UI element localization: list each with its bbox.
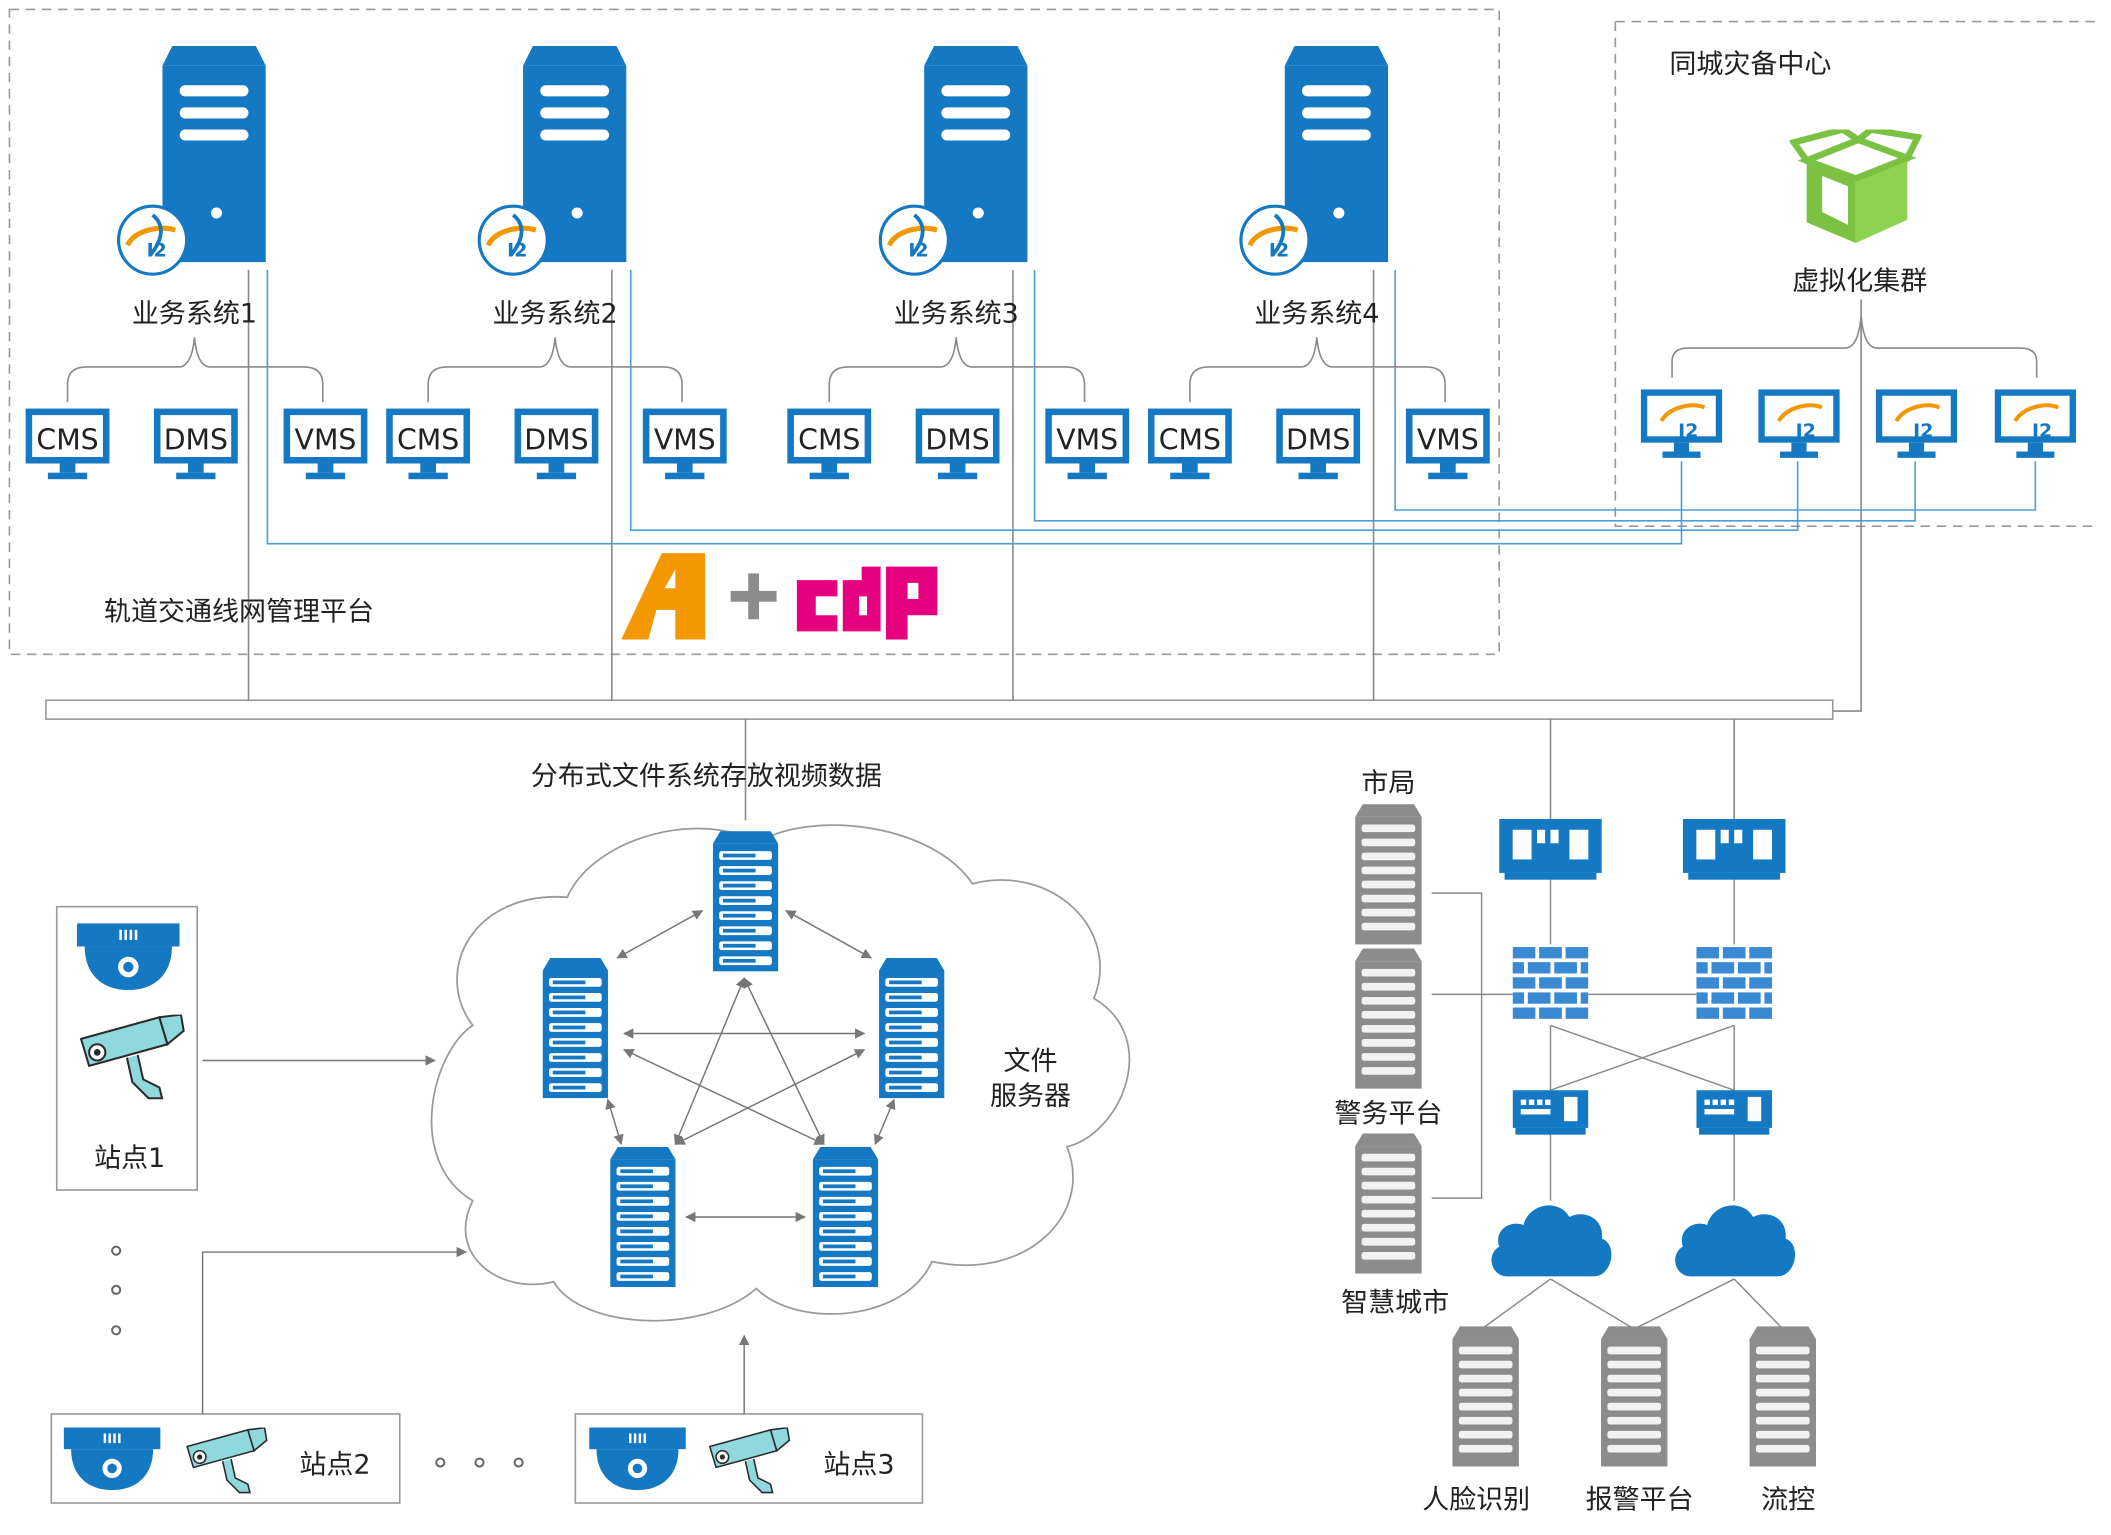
virtualization-box-icon bbox=[1794, 130, 1918, 243]
storage-cloud-outline bbox=[430, 824, 1131, 1322]
dr-monitor-3: I2 bbox=[1875, 389, 1958, 458]
face-recognition-server bbox=[1452, 1326, 1519, 1467]
i2-swoosh-icon bbox=[1894, 403, 1941, 423]
i2-badge-text: I2 bbox=[1269, 239, 1289, 261]
system-name-label: 业务系统3 bbox=[894, 298, 1019, 329]
file-server-label-line2: 服务器 bbox=[990, 1081, 1071, 1112]
client-label-cms: CMS bbox=[1159, 423, 1221, 456]
a-plus-cdp-logo bbox=[621, 553, 938, 640]
vertical-ellipsis bbox=[111, 1245, 122, 1336]
storage-server-top bbox=[712, 831, 779, 972]
client-label-vms: VMS bbox=[1056, 423, 1118, 456]
i2-badge-text: I2 bbox=[1913, 420, 1933, 442]
external-links bbox=[1431, 879, 1784, 1330]
flow-control-server bbox=[1749, 1326, 1816, 1467]
switch-right-icon bbox=[1696, 1090, 1772, 1135]
client-label-dms: DMS bbox=[164, 423, 228, 456]
file-server-label-line1: 文件 bbox=[1004, 1046, 1058, 1077]
firewall-left-icon bbox=[1512, 947, 1589, 1021]
i2-badge-text: I2 bbox=[147, 239, 167, 261]
face-recognition-label: 人脸识别 bbox=[1422, 1484, 1530, 1515]
client-label-cms: CMS bbox=[36, 423, 98, 456]
storage-server-left bbox=[542, 957, 608, 1099]
i2-badge-text: I2 bbox=[1678, 420, 1698, 442]
site2-arrow bbox=[201, 1246, 467, 1414]
system-name-label: 业务系统2 bbox=[493, 298, 618, 329]
dr-monitor-4: I2 bbox=[1994, 389, 2076, 458]
system-name-label: 业务系统4 bbox=[1254, 298, 1379, 329]
storage-server-right bbox=[879, 957, 945, 1099]
site1-label: 站点1 bbox=[94, 1143, 165, 1174]
client-label-vms: VMS bbox=[1417, 423, 1479, 456]
police-platform-label: 警务平台 bbox=[1334, 1099, 1442, 1130]
gateway-right-icon bbox=[1682, 818, 1786, 880]
police-platform-server bbox=[1355, 948, 1422, 1089]
switch-left-icon bbox=[1512, 1090, 1589, 1135]
storage-title: 分布式文件系统存放视频数据 bbox=[531, 761, 882, 792]
client-label-dms: DMS bbox=[524, 423, 588, 456]
client-brace bbox=[66, 337, 324, 403]
dr-monitor-1: I2 bbox=[1640, 389, 1723, 458]
storage-server-bottom-left bbox=[610, 1146, 676, 1288]
site2-label: 站点2 bbox=[299, 1449, 370, 1480]
flow-control-label: 流控 bbox=[1761, 1484, 1815, 1515]
storage-mesh-arrows bbox=[605, 910, 896, 1223]
smart-city-server bbox=[1355, 1133, 1422, 1274]
platform-label: 轨道交通线网管理平台 bbox=[104, 597, 374, 628]
i2-badge-text: I2 bbox=[908, 239, 928, 261]
gateway-left-icon bbox=[1499, 818, 1602, 880]
client-brace bbox=[828, 337, 1086, 403]
firewall-right-icon bbox=[1696, 947, 1772, 1021]
client-label-dms: DMS bbox=[1286, 423, 1350, 456]
i2-swoosh-icon bbox=[1777, 403, 1823, 423]
horizontal-ellipsis bbox=[435, 1457, 524, 1468]
i2-swoosh-icon bbox=[2013, 403, 2060, 423]
client-brace bbox=[1189, 337, 1446, 403]
cloud-right-icon bbox=[1675, 1205, 1796, 1277]
cluster-label: 虚拟化集群 bbox=[1792, 266, 1927, 297]
dr-group-border bbox=[1614, 20, 2095, 527]
site3-label: 站点3 bbox=[823, 1449, 894, 1480]
city-bureau-server bbox=[1355, 804, 1422, 945]
client-label-dms: DMS bbox=[925, 423, 989, 456]
cluster-brace bbox=[1671, 315, 2038, 378]
i2-badge-text: I2 bbox=[1796, 420, 1816, 442]
client-label-cms: CMS bbox=[397, 423, 459, 456]
client-brace bbox=[427, 337, 683, 403]
replication-lines bbox=[266, 269, 2037, 545]
alarm-platform-server bbox=[1601, 1326, 1668, 1467]
platform-group-border bbox=[8, 8, 1500, 656]
tower-drop-lines bbox=[247, 269, 1862, 821]
client-label-vms: VMS bbox=[654, 423, 716, 456]
city-bureau-label: 市局 bbox=[1361, 768, 1415, 799]
smart-city-label: 智慧城市 bbox=[1341, 1287, 1449, 1318]
i2-swoosh-icon bbox=[1659, 403, 1706, 423]
client-label-cms: CMS bbox=[798, 423, 860, 456]
i2-badge-text: I2 bbox=[507, 239, 527, 261]
dr-monitors: I2 I2 I2 I2 bbox=[1640, 389, 2076, 458]
dr-center-title: 同城灾备中心 bbox=[1669, 49, 1831, 80]
storage-server-bottom-right bbox=[812, 1146, 879, 1288]
alarm-platform-label: 报警平台 bbox=[1586, 1484, 1694, 1515]
network-bus bbox=[45, 699, 1834, 720]
i2-badge-text: I2 bbox=[2032, 420, 2052, 442]
cloud-left-icon bbox=[1491, 1205, 1612, 1277]
client-label-vms: VMS bbox=[295, 423, 357, 456]
dr-monitor-2: I2 bbox=[1758, 389, 1840, 458]
system-name-label: 业务系统1 bbox=[132, 298, 257, 329]
